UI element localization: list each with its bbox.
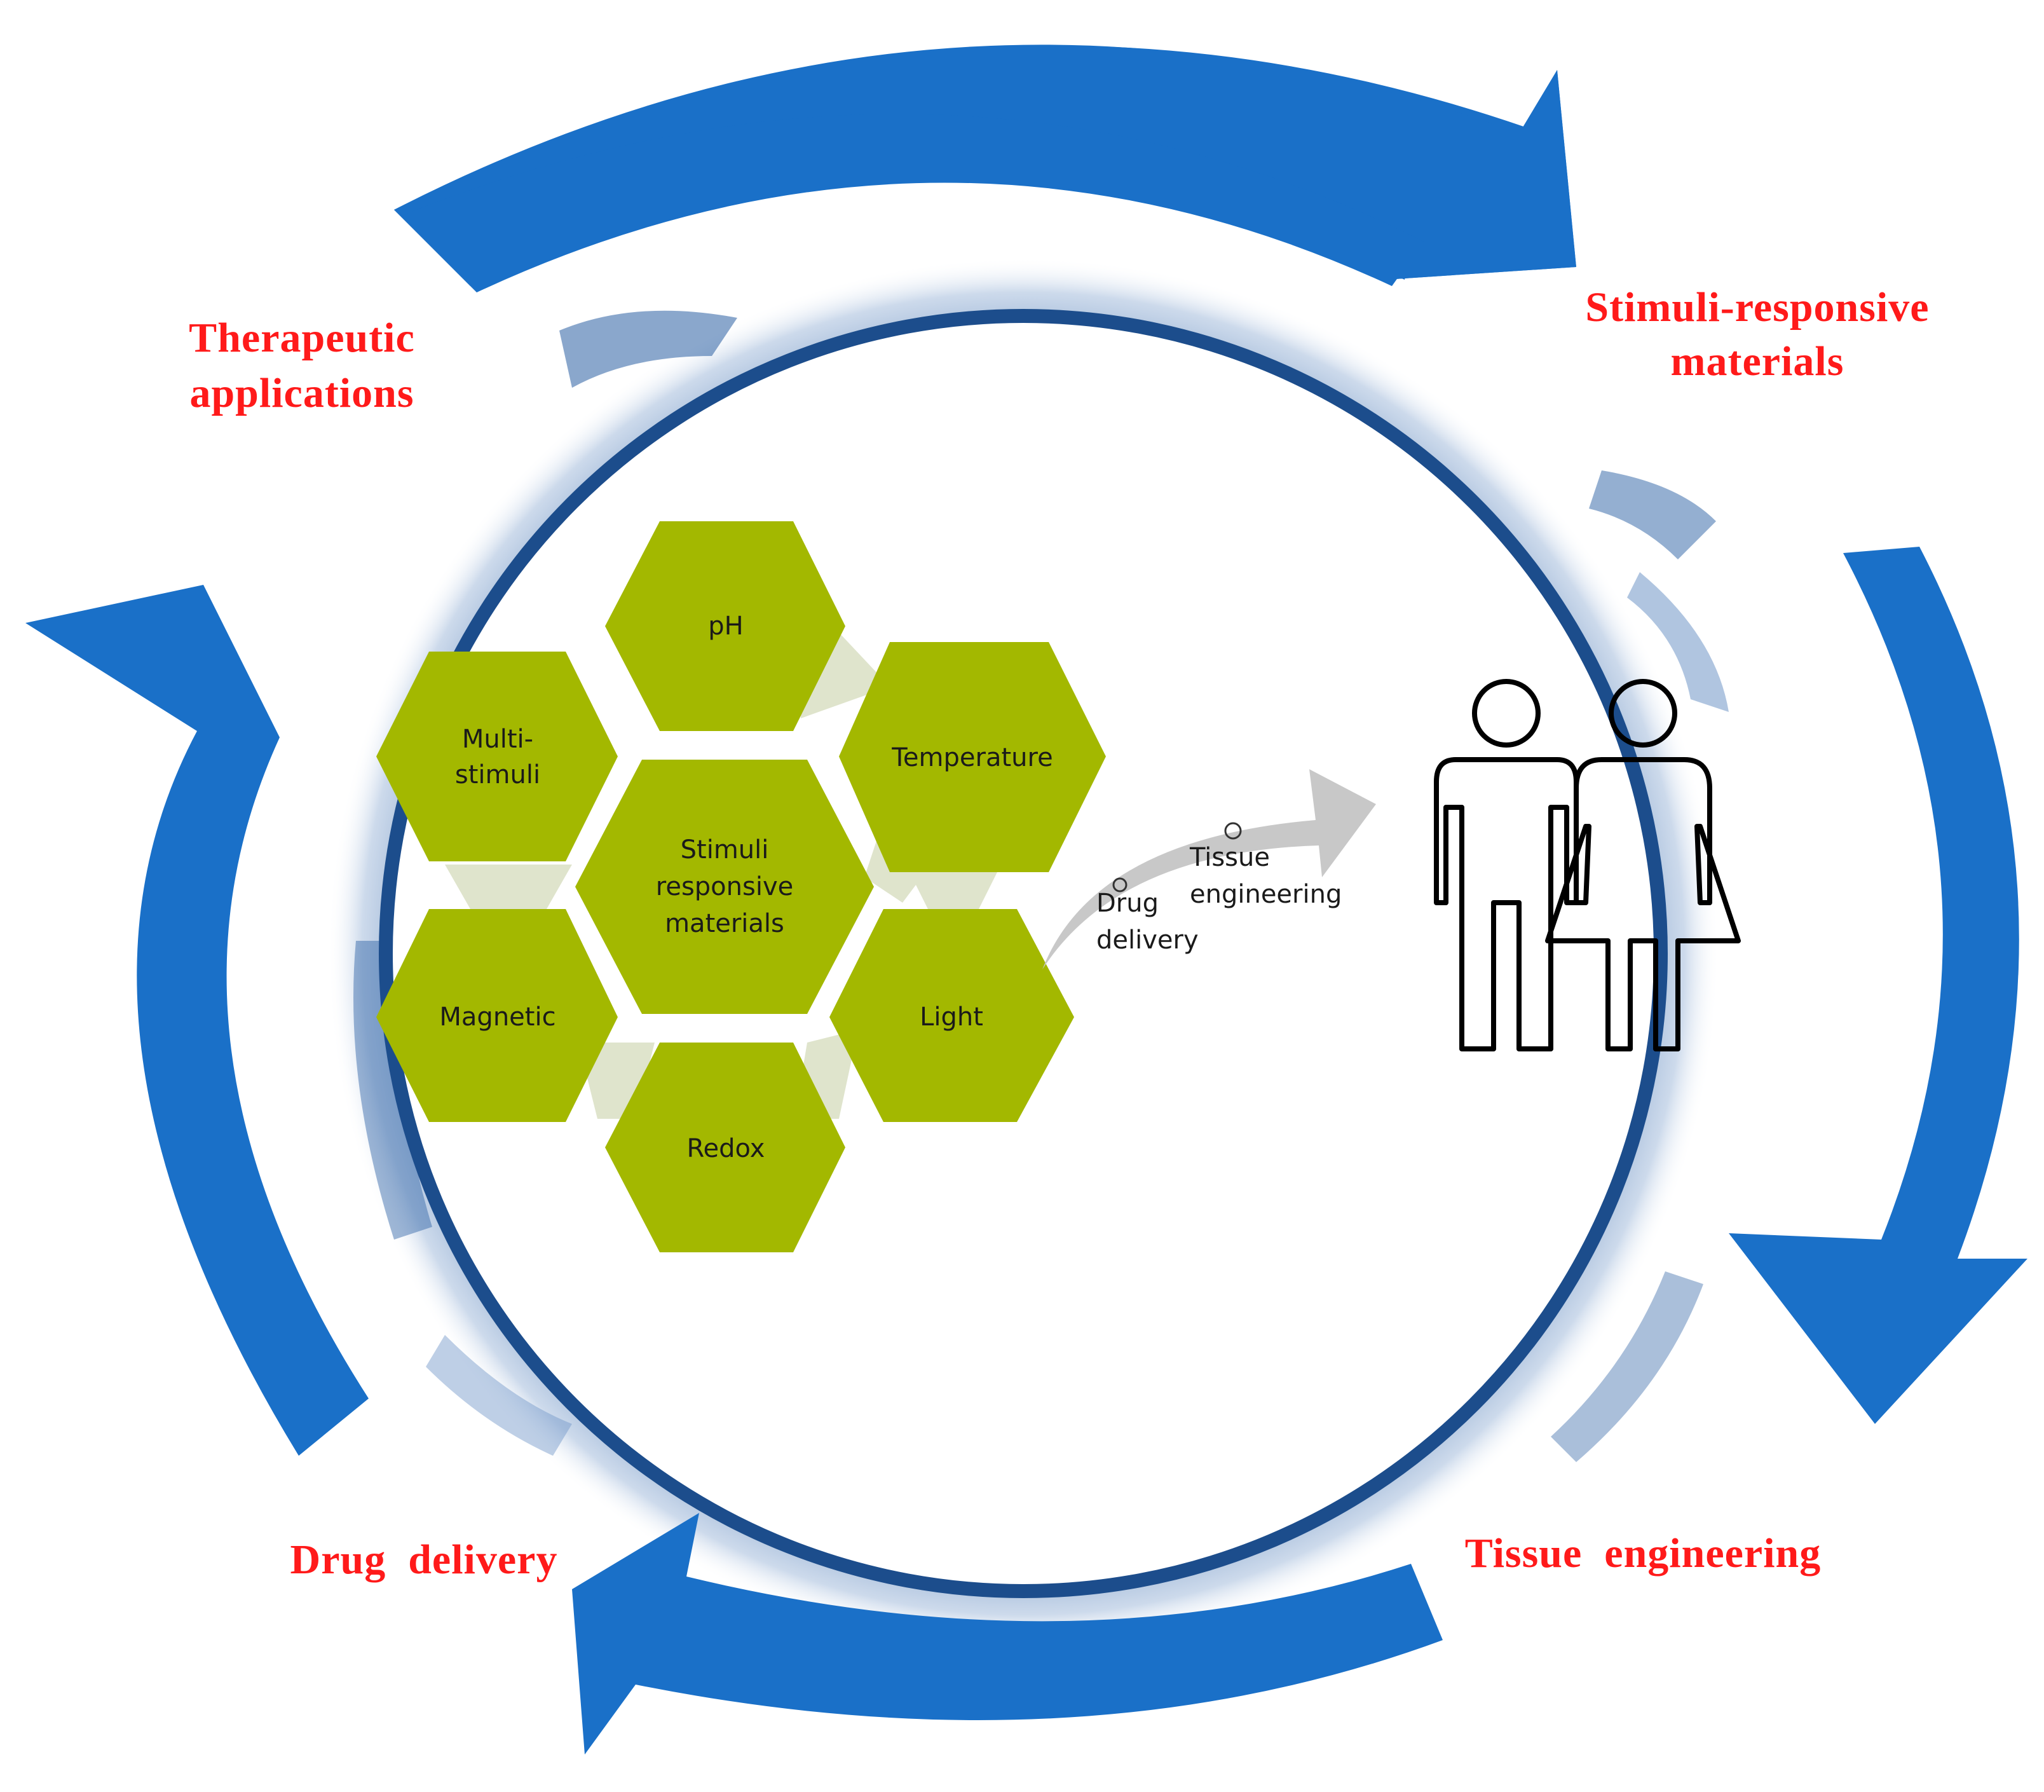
hex-redox (605, 1043, 845, 1252)
bullet-drug-delivery-icon (1112, 877, 1128, 893)
hex-label-magnetic: Magnetic (439, 1002, 555, 1032)
label-drug-delivery: Drug delivery (290, 1536, 558, 1583)
hex-label-redox: Redox (687, 1134, 765, 1163)
bullet-tissue-engineering-icon (1224, 822, 1242, 840)
arrow-label-drug-2: delivery (1096, 926, 1199, 955)
hex-label-ph: pH (708, 612, 743, 641)
cycle-arrow-bottom (572, 1513, 1443, 1754)
label-stimuli-responsive-materials-2: materials (1671, 338, 1844, 385)
hex-light (829, 909, 1074, 1122)
label-therapeutic-applications-2: applications (189, 370, 414, 416)
hex-label-center-3: materials (665, 909, 784, 938)
cycle-arrow-right (1729, 547, 2027, 1424)
hex-label-multi-stimuli-1: Multi- (462, 725, 533, 754)
hex-label-center-2: responsive (656, 872, 793, 901)
application-arrow (1042, 769, 1376, 969)
arrow-label-drug-1: Drug (1096, 889, 1159, 918)
hex-ph (605, 521, 845, 731)
cycle-arrow-left (25, 585, 369, 1456)
man-icon (1434, 679, 1579, 1051)
label-stimuli-responsive-materials-1: Stimuli-responsive (1585, 284, 1929, 331)
label-tissue-engineering: Tissue engineering (1465, 1530, 1822, 1577)
hex-multi-stimuli (376, 652, 618, 861)
label-therapeutic-applications-1: Therapeutic (189, 315, 415, 361)
hex-magnetic (376, 909, 618, 1122)
woman-icon (1545, 679, 1741, 1051)
hex-center (575, 760, 874, 1014)
hex-label-light: Light (920, 1002, 983, 1032)
hex-label-temperature: Temperature (891, 743, 1053, 772)
hex-label-multi-stimuli-2: stimuli (455, 760, 540, 790)
arrow-label-tissue-2: engineering (1190, 880, 1342, 909)
hex-label-center-1: Stimuli (681, 835, 769, 865)
cycle-arrows (25, 44, 2027, 1754)
arrow-label-tissue-1: Tissue (1189, 843, 1270, 872)
hexagon-cluster (376, 521, 1106, 1252)
hex-temperature (839, 642, 1106, 872)
